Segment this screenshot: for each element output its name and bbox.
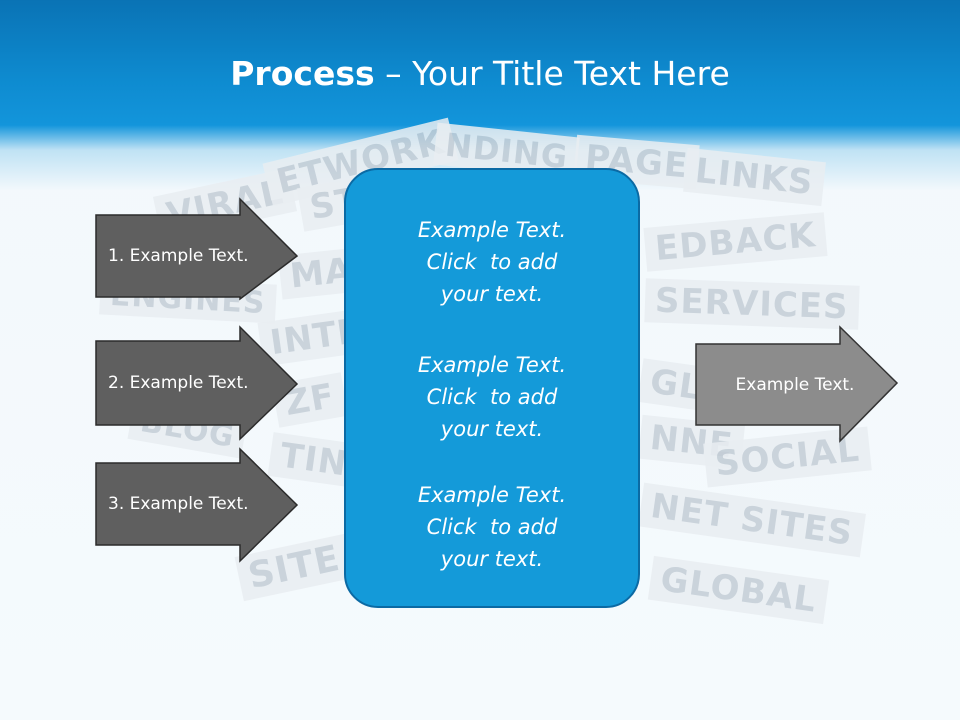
center-text-block-2[interactable]: Example Text. Click to add your text. [346,349,638,445]
step-arrow-label: 3. Example Text. [108,494,249,514]
step-arrow-label: 1. Example Text. [108,246,249,266]
center-text-box[interactable]: Example Text. Click to add your text. Ex… [344,168,640,608]
center-line: Click to add [426,385,558,409]
arrow-shape-icon [95,197,299,301]
step-arrow-1[interactable]: 1. Example Text. [95,197,300,318]
center-line: Example Text. [417,218,567,242]
center-line: your text. [440,282,544,306]
arrow-shape-icon [695,325,899,443]
result-arrow-label: Example Text. [735,374,855,395]
center-line: Example Text. [417,483,567,507]
step-arrow-3[interactable]: 3. Example Text. [95,447,300,568]
page-title: Process – Your Title Text Here [0,52,960,96]
result-arrow[interactable]: Example Text. [695,325,900,446]
center-line: Click to add [426,250,558,274]
bg-word: EDBACK [643,212,828,272]
center-line: Example Text. [417,353,567,377]
center-text-block-1[interactable]: Example Text. Click to add your text. [346,214,638,310]
bg-word: GLOBAL [647,555,830,625]
step-arrow-2[interactable]: 2. Example Text. [95,325,300,446]
center-line: Click to add [426,515,558,539]
arrow-shape-icon [95,447,299,563]
bg-word: SERVICES [644,278,860,330]
center-line: your text. [440,547,544,571]
bg-word: LINKS [683,147,826,207]
center-line: your text. [440,417,544,441]
center-text-block-3[interactable]: Example Text. Click to add your text. [346,479,638,575]
arrow-shape-icon [95,325,299,441]
bg-word: NET SITES [638,482,866,558]
step-arrow-label: 2. Example Text. [108,373,249,393]
title-bold: Process [230,54,375,93]
title-rest: – Your Title Text Here [385,54,730,93]
